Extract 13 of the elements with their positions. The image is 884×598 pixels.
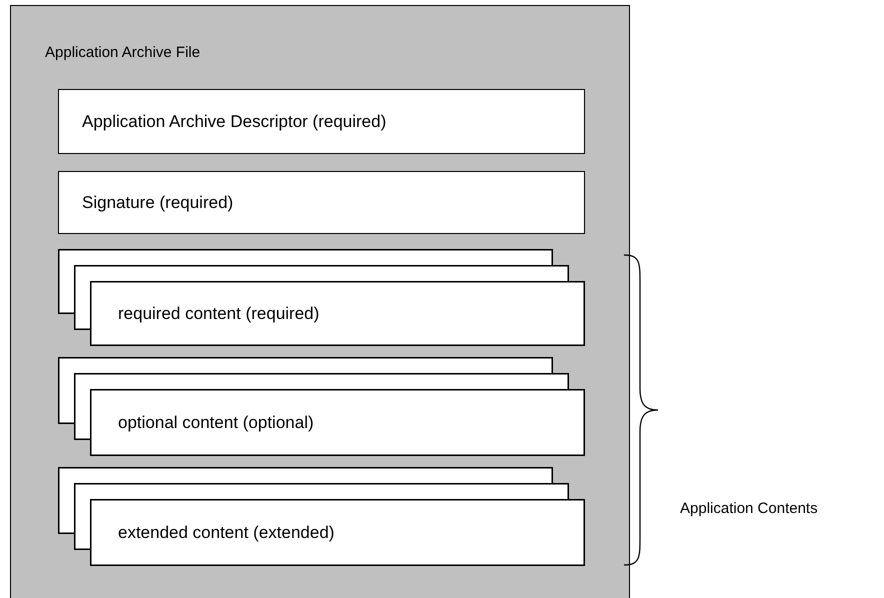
content-box	[58, 171, 585, 234]
box-label: Signature (required)	[82, 192, 234, 212]
brace-label: Application Contents	[680, 500, 818, 517]
box-label: required content (required)	[118, 304, 320, 324]
archive-container	[10, 5, 630, 598]
document-stack	[58, 357, 585, 456]
box-label: extended content (extended)	[118, 522, 334, 542]
box-label: Application Archive Descriptor (required)	[82, 112, 386, 132]
content-box	[58, 89, 585, 154]
box-label: optional content (optional)	[118, 412, 314, 432]
document-stack	[58, 467, 585, 566]
container-title: Application Archive File	[45, 44, 200, 61]
document-stack	[58, 249, 585, 346]
